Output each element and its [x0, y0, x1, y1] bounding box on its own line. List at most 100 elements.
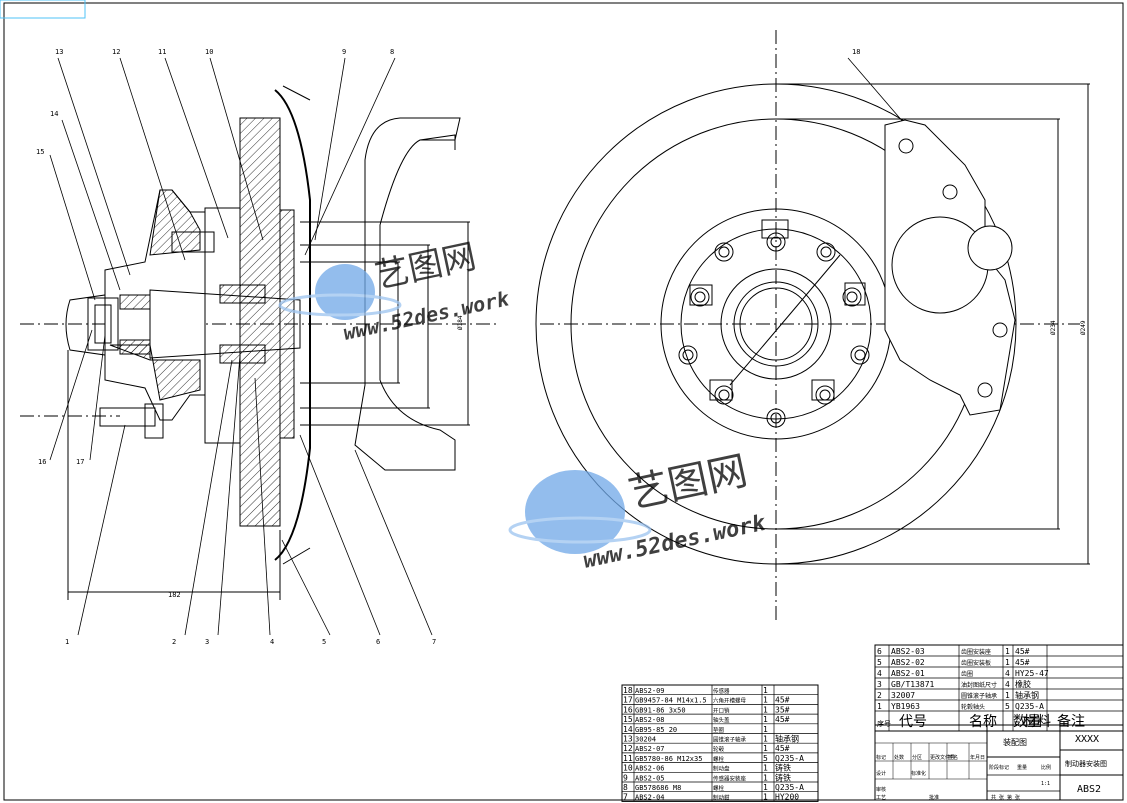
bom-cell: 1: [763, 783, 768, 792]
bom-cell: 45#: [1015, 658, 1030, 667]
dim-d1: Ø184: [457, 315, 464, 330]
callout-2: 2: [172, 638, 176, 646]
bom-cell: 1: [763, 764, 768, 773]
drawing-code: ABS2: [1077, 784, 1101, 795]
org-name: XXXX: [1075, 734, 1099, 745]
bom-cell: 1: [1005, 647, 1010, 656]
callout-12: 12: [112, 48, 120, 56]
bom-cell: 5: [763, 754, 768, 763]
bom-cell: 1: [1005, 658, 1010, 667]
bom-cell: 传感器安装座: [713, 774, 747, 782]
watermark-2: 艺图网 www.52des.work: [508, 448, 768, 574]
bom-cell: 10: [623, 764, 633, 773]
bom-header-cell: 代号: [899, 714, 927, 730]
bom-cell: 4: [877, 669, 882, 678]
sign-header: 年月日: [970, 754, 985, 761]
bom-cell: 铸铁: [775, 772, 791, 782]
bom-cell: 1: [763, 744, 768, 753]
weight-label: 重量: [1017, 764, 1027, 771]
bom-cell: GB91-86 3x50: [635, 706, 686, 714]
callout-16: 16: [38, 458, 46, 466]
bom-cell: 轴头盖: [713, 716, 730, 724]
bom-cell: 开口销: [713, 706, 730, 714]
bom-cell: 轮毂轴头: [961, 703, 985, 711]
corner-frame: [0, 0, 86, 19]
bom-cell: 14: [623, 725, 633, 734]
bom-cell: HY200: [775, 793, 799, 802]
bom-cell: 垫圈: [713, 726, 725, 734]
bom-cell: 45#: [775, 715, 790, 724]
bom-cell: 螺栓: [713, 784, 725, 792]
bom-cell: GB578686 M8: [635, 784, 681, 792]
bom-cell: ABS2-04: [635, 794, 665, 802]
bom-cell: 15: [623, 715, 633, 724]
callout-3: 3: [205, 638, 209, 646]
bolt-holes: [678, 232, 870, 428]
callout-4: 4: [270, 638, 274, 646]
sign-header: 签名: [948, 754, 958, 761]
bom-cell: 螺栓: [713, 755, 725, 763]
bom-cell: GB5780-86 M12x35: [635, 755, 702, 763]
bom-cell: 6: [877, 647, 882, 656]
bom-cell: 4: [1005, 680, 1010, 689]
bom-cell: ABS2-05: [635, 774, 665, 782]
bom-cell: 铸铁: [775, 763, 791, 773]
front-view: [535, 30, 1090, 620]
bom-cell: 轴承钢: [775, 734, 799, 744]
bom-cell: 35#: [775, 705, 790, 714]
bom-cell: GB/T13871: [891, 680, 935, 689]
bom-cell: HY25-47: [1015, 669, 1049, 678]
bom-cell: 1: [763, 725, 768, 734]
check-label: 审核: [876, 786, 886, 793]
dim-d2: Ø234: [1050, 320, 1057, 335]
callout-7: 7: [432, 638, 436, 646]
bom-cell: Q235-A: [775, 754, 804, 763]
bom-header-cell: 序号: [877, 719, 891, 728]
bom-cell: ABS2-06: [635, 765, 665, 773]
bom-cell: ABS2-08: [635, 716, 665, 724]
bom-cell: 13: [623, 735, 633, 744]
callout-14: 14: [50, 110, 58, 118]
callout-17: 17: [76, 458, 84, 466]
bom-cell: 12: [623, 744, 633, 753]
bom-cell: 18: [623, 686, 633, 695]
bom-cell: 1: [763, 793, 768, 802]
bom-cell: 齿圈安装座: [961, 648, 991, 656]
callout-8: 8: [390, 48, 394, 56]
stage-label: 阶段标记: [989, 764, 1009, 771]
bom-cell: 45#: [775, 696, 790, 705]
std-label: 标准化: [911, 770, 926, 777]
callout-11: 11: [158, 48, 166, 56]
bom-cell: 3: [877, 680, 882, 689]
drawing-border: [3, 2, 1124, 801]
dim-d3: Ø249: [1080, 320, 1087, 335]
bom-cell: 传感器: [713, 687, 730, 695]
bom-cell: 制动盘: [713, 765, 730, 773]
callout-1: 1: [65, 638, 69, 646]
bom-cell: 45#: [775, 744, 790, 753]
sign-header: 标记: [876, 754, 886, 761]
bom-cell: 1: [763, 773, 768, 782]
bom-cell: 1: [763, 705, 768, 714]
sign-header: 更改文件号: [930, 754, 955, 761]
bom-header-cell: 名称: [969, 714, 997, 730]
bom-cell: 制动鉗: [713, 794, 730, 802]
bom-cell: 油封图纸尺寸: [961, 681, 997, 689]
watermark-1: 艺图网 www.52des.work: [278, 236, 512, 345]
drawing-type: 装配图: [1003, 737, 1027, 747]
bom-cell: 1: [1005, 691, 1010, 700]
bom-cell: 5: [877, 658, 882, 667]
bom-cell: ABS2-02: [891, 658, 925, 667]
bom-cell: 齿圈安装板: [961, 659, 991, 667]
callout-9: 9: [342, 48, 346, 56]
bom-cell: 7: [623, 793, 628, 802]
bom-cell: 1: [763, 735, 768, 744]
bom-cell: GB9457-84 M14x1.5: [635, 697, 707, 705]
callout-5: 5: [322, 638, 326, 646]
scale-label: 比例: [1041, 764, 1051, 771]
bom-cell: 9: [623, 773, 628, 782]
callout-10: 10: [205, 48, 213, 56]
